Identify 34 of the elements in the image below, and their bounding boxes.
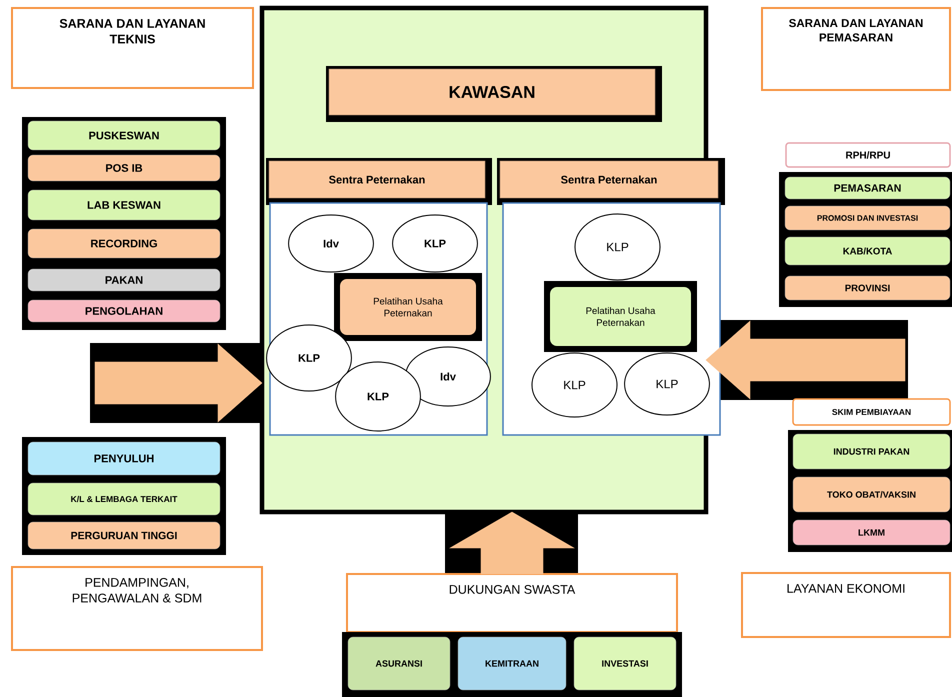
service-box: PROMOSI DAN INVESTASI [784, 206, 950, 230]
support-box: ASURANSI [348, 636, 450, 690]
service-box: LAB KESWAN [28, 190, 220, 220]
service-box: PENYULUH [28, 442, 220, 476]
service-box: PROVINSI [784, 276, 950, 300]
block-arrow [706, 320, 906, 400]
service-box: TOKO OBAT/VAKSIN [792, 476, 950, 512]
heading-box: KAWASAN [326, 66, 662, 122]
support-box: INVESTASI [574, 636, 676, 690]
title-box: LAYANAN EKONOMI [741, 572, 952, 638]
service-box: PERGURUAN TINGGI [28, 522, 220, 550]
service-box: PENGOLAHAN [28, 300, 220, 322]
title-box: PENDAMPINGAN, PENGAWALAN & SDM [11, 566, 263, 651]
training-box: Pelatihan Usaha Peternakan [544, 281, 697, 352]
support-box: KEMITRAAN [458, 636, 566, 690]
heading-box: Sentra Peternakan [266, 158, 492, 205]
title-box: DUKUNGAN SWASTA [346, 573, 678, 633]
service-box: PEMASARAN [784, 176, 950, 200]
block-arrow [450, 512, 574, 574]
title-box: SARANA DAN LAYANAN PEMASARAN [761, 7, 952, 91]
service-box: KAB/KOTA [784, 236, 950, 266]
heading-box: Sentra Peternakan [497, 158, 725, 205]
service-box: K/L & LEMBAGA TERKAIT [28, 482, 220, 516]
service-box: POS IB [28, 154, 220, 182]
block-arrow [94, 344, 262, 422]
tag-box: RPH/RPU [785, 142, 951, 168]
training-box: Pelatihan Usaha Peternakan [334, 273, 482, 341]
tag-box: SKIM PEMBIAYAAN [792, 398, 951, 426]
title-box: SARANA DAN LAYANAN TEKNIS [11, 7, 254, 89]
service-box: INDUSTRI PAKAN [792, 434, 950, 470]
service-box: RECORDING [28, 228, 220, 258]
service-box: PUSKESWAN [28, 120, 220, 150]
service-box: PAKAN [28, 268, 220, 292]
service-box: LKMM [792, 520, 950, 546]
